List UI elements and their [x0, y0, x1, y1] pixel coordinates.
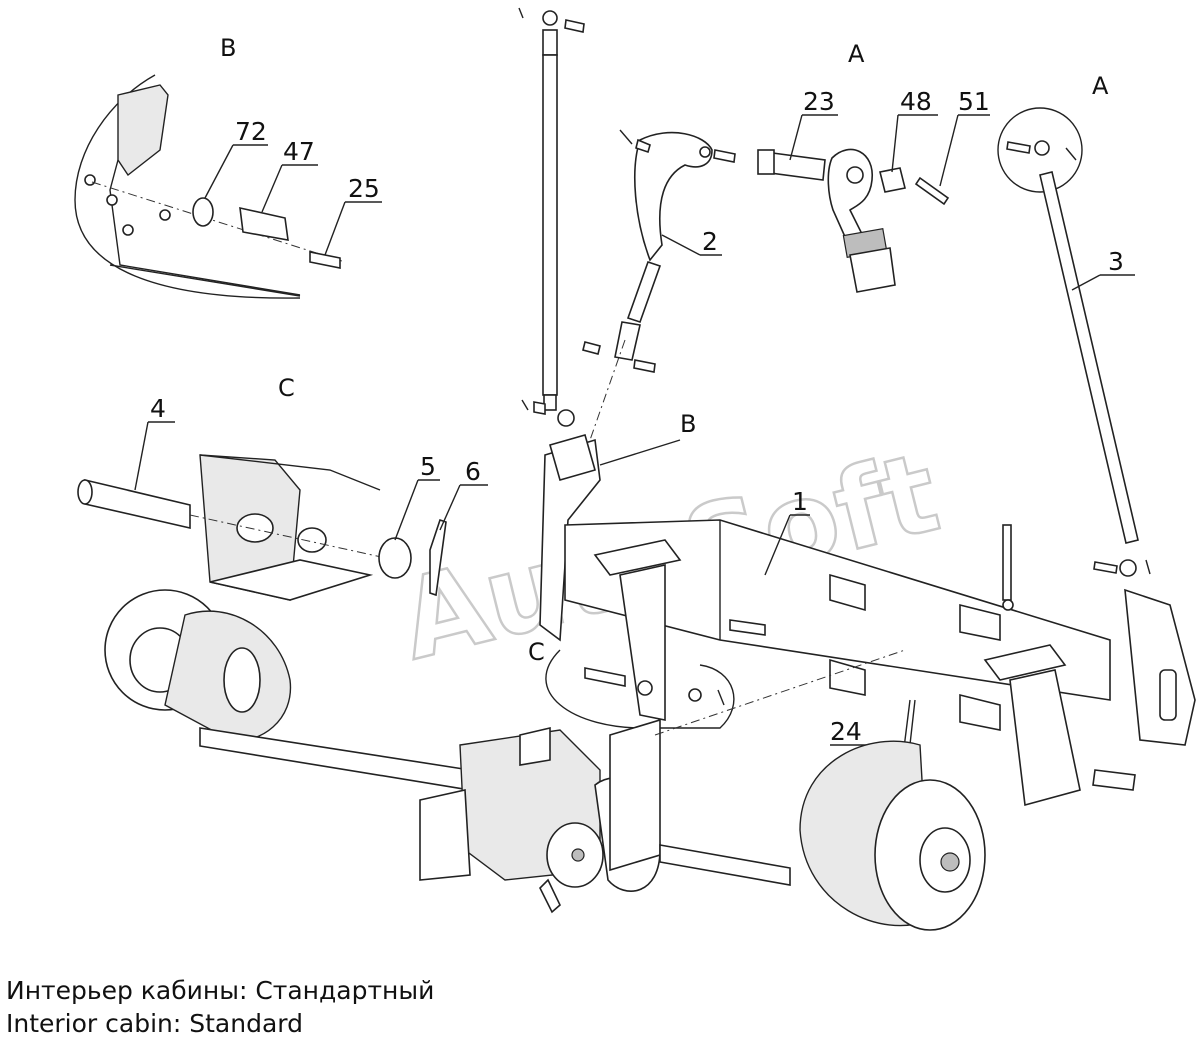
callout-4: 4 — [134, 394, 175, 491]
detail-circle-a — [997, 107, 1083, 193]
callout-2: 2 — [661, 227, 722, 256]
tie-rod-3 — [1039, 171, 1151, 577]
section-label-b-detail: B — [220, 34, 236, 62]
section-label-a-top: A — [848, 40, 865, 68]
svg-text:3: 3 — [1108, 247, 1124, 276]
svg-text:47: 47 — [283, 137, 315, 166]
svg-text:24: 24 — [830, 717, 862, 746]
callout-72: 72 — [204, 117, 268, 199]
assembly-guide-line — [654, 649, 906, 736]
callout-25: 25 — [324, 174, 382, 256]
b-frame-leader — [599, 439, 681, 466]
callout-5: 5 — [394, 452, 440, 541]
vertical-rod-left — [518, 7, 585, 427]
svg-text:4: 4 — [150, 394, 166, 423]
detail-view-b — [74, 74, 346, 299]
section-label-c-detail: C — [278, 374, 295, 402]
exploded-parts-diagram: AutoSoft B 72 47 25 — [74, 7, 1196, 931]
svg-text:23: 23 — [803, 87, 835, 116]
callout-6: 6 — [439, 457, 488, 531]
section-label-c-frame: C — [528, 638, 545, 666]
callout-1: 1 — [764, 487, 810, 576]
svg-text:5: 5 — [420, 452, 436, 481]
callout-47: 47 — [261, 137, 318, 213]
svg-text:51: 51 — [958, 87, 990, 116]
svg-text:6: 6 — [465, 457, 481, 486]
section-label-a-circle: A — [1092, 72, 1109, 100]
left-wheel-hub — [104, 589, 471, 791]
svg-text:48: 48 — [900, 87, 932, 116]
svg-text:25: 25 — [348, 174, 380, 203]
callout-51: 51 — [939, 87, 990, 187]
caption-russian: Интерьер кабины: Стандартный — [6, 976, 435, 1005]
caption-english: Interior cabin: Standard — [6, 1009, 303, 1038]
lever-arm-2 — [582, 129, 736, 441]
gearbox-assembly — [419, 718, 791, 914]
detail-view-c — [77, 454, 447, 601]
svg-text:72: 72 — [235, 117, 267, 146]
svg-text:2: 2 — [702, 227, 718, 256]
ball-joint-assembly — [757, 148, 950, 293]
axle-frame-beam-1 — [539, 434, 1196, 807]
callout-23: 23 — [789, 87, 838, 161]
right-wheel-hub — [799, 740, 986, 931]
callout-48: 48 — [891, 87, 938, 173]
section-label-b-frame: B — [680, 410, 696, 438]
svg-text:1: 1 — [792, 487, 808, 516]
callout-3: 3 — [1071, 247, 1135, 291]
